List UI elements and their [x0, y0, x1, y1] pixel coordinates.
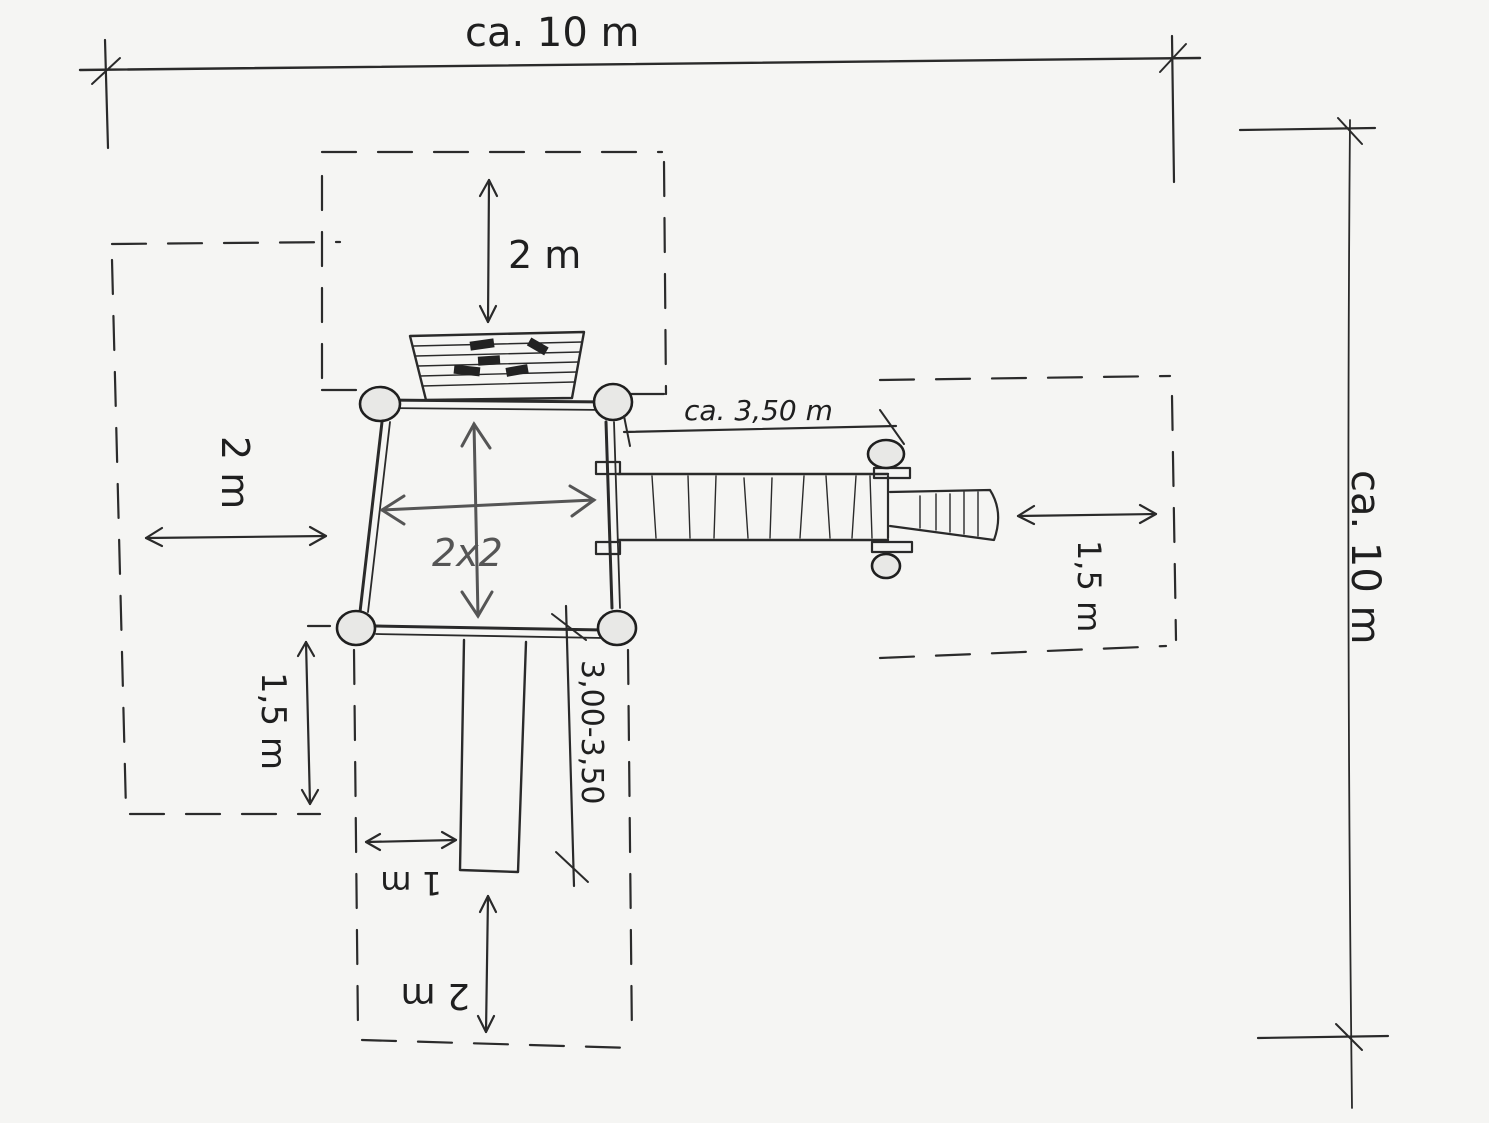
safety-zone-top — [320, 150, 668, 396]
clearance-left-lower-label: 1,5 m — [253, 672, 293, 770]
clearance-left-arrow — [144, 525, 328, 548]
post-top-left — [358, 385, 402, 423]
clearance-right-label: 1,5 m — [1070, 540, 1108, 632]
clearance-top-arrow — [478, 178, 499, 324]
post-bottom-left — [335, 609, 377, 647]
safety-zone-right — [878, 374, 1178, 660]
slide-offset-arrow — [364, 830, 458, 852]
clearance-bottom-arrow — [476, 894, 498, 1034]
clearance-left-lower-arrow — [296, 640, 320, 806]
platform-posts — [335, 382, 638, 647]
bridge-ladder — [888, 488, 1000, 542]
safety-zone-bottom — [352, 648, 634, 1050]
slide-length-label: 3,00-3,50 — [574, 660, 609, 804]
platform-size-arrows — [379, 421, 597, 619]
overall-width-label: ca. 10 m — [465, 10, 640, 56]
post-top-right — [592, 382, 634, 422]
clearance-left-label: 2 m — [213, 436, 257, 509]
clearance-top-label: 2 m — [508, 233, 581, 277]
platform-tower — [358, 398, 621, 639]
bridge-post-bottom — [870, 552, 902, 580]
bridge — [594, 438, 914, 580]
clearance-bottom-label: 2 m — [401, 975, 470, 1016]
slide — [458, 638, 528, 874]
overall-depth-dimension — [1238, 117, 1390, 1109]
overall-depth-label: ca. 10 m — [1342, 470, 1388, 645]
overall-width-dimension — [78, 34, 1202, 184]
platform-size-label: 2x2 — [432, 531, 503, 575]
safety-zone-left — [110, 240, 342, 816]
clearance-right-arrow — [1016, 503, 1158, 526]
slide-length-dimension — [551, 604, 589, 888]
climbing-ramp — [408, 330, 586, 402]
post-bottom-right — [596, 609, 638, 647]
bridge-length-dimension — [622, 409, 905, 447]
bridge-length-label: ca. 3,50 m — [684, 394, 833, 427]
bridge-post-top — [866, 438, 906, 470]
slide-offset-label: 1 m — [380, 864, 442, 902]
